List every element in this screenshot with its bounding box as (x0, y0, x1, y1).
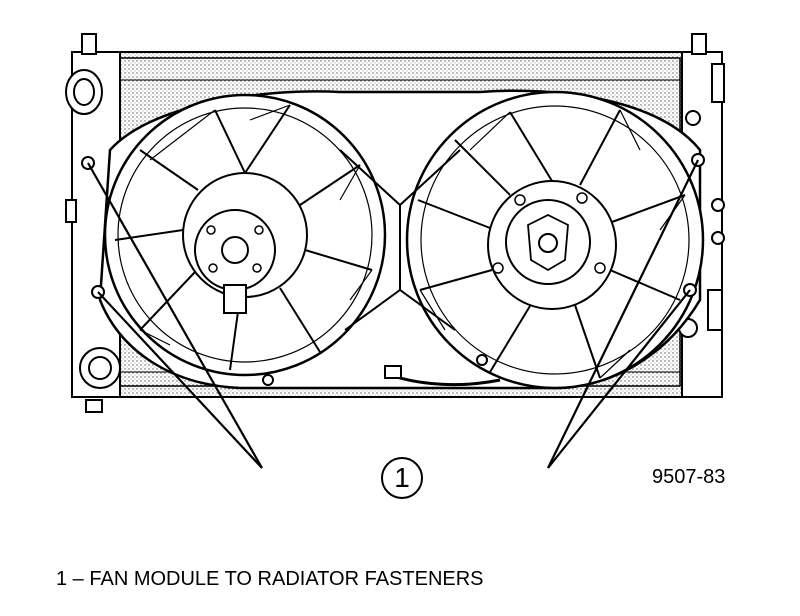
shroud-bracing (339, 149, 501, 387)
callout-circle (381, 457, 423, 499)
left-fan (103, 93, 387, 377)
callout-number: 1 (394, 462, 410, 493)
legend-text: 1 – FAN MODULE TO RADIATOR FASTENERS (56, 568, 484, 590)
figure-code: 9507-83 (652, 466, 726, 488)
right-fan (405, 90, 705, 390)
callout-leaders (87, 159, 699, 469)
